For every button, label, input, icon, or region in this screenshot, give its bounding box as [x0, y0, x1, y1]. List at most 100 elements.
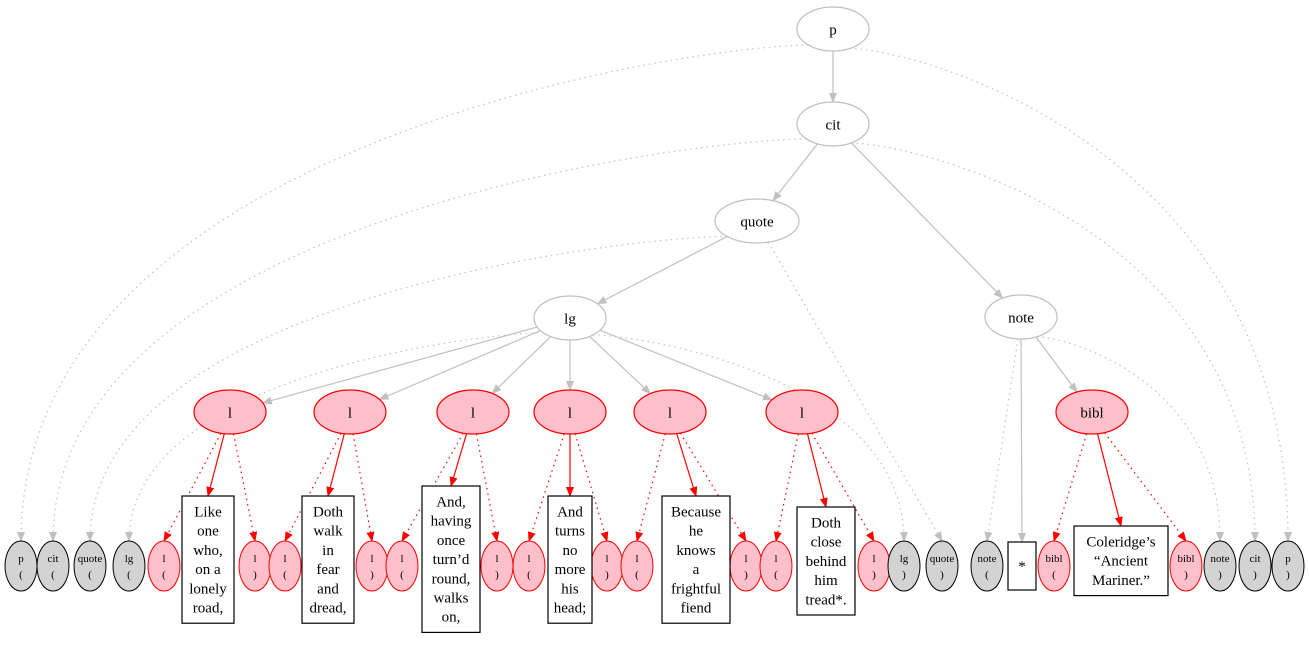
marker-close_l5-shape: [729, 540, 763, 592]
edge-l4-close: [574, 433, 609, 542]
marker-close_l3-bracket: ): [495, 569, 499, 581]
marker-close_bibl-name: bibl: [1177, 553, 1194, 565]
marker-close_l3-shape: [480, 540, 514, 592]
marker-close_l5: l): [729, 540, 763, 592]
marker-open_note-bracket: (: [985, 569, 989, 581]
text-node-t4-line: his: [561, 581, 579, 597]
node-l4-label: l: [568, 406, 572, 422]
text-node-t2-line: dread,: [309, 601, 346, 617]
marker-open_note-shape: [970, 540, 1004, 592]
text-node-t1-line: road,: [193, 601, 223, 617]
edge-p-close: [849, 47, 1292, 542]
marker-close_bibl-shape: [1169, 540, 1203, 592]
node-note-shape: [984, 294, 1058, 340]
edge-lg-l2: [378, 330, 541, 400]
marker-close_p: p): [1271, 540, 1305, 592]
marker-open_bibl-shape: [1037, 540, 1071, 592]
node-l5-label: l: [668, 406, 672, 422]
text-node-t6-line: close: [811, 535, 842, 551]
edge-l4-open: [528, 433, 565, 542]
marker-open_l4: l(: [512, 540, 546, 592]
marker-close_cit-bracket: ): [1253, 569, 1257, 581]
marker-open_l2-bracket: (: [283, 569, 287, 581]
text-node-t5-line: knows: [676, 543, 715, 559]
text-node-t3-box: [421, 485, 481, 633]
marker-open_lg-shape: [112, 540, 146, 592]
text-node-t1-line: Like: [194, 505, 222, 521]
marker-close_l2-shape: [355, 540, 389, 592]
text-node-t3-line: And,: [436, 495, 466, 511]
node-l6-label: l: [800, 406, 804, 422]
edge-l2-open: [284, 433, 342, 542]
text-node-t6-line: him: [814, 573, 838, 589]
edge-lg-close: [592, 334, 908, 542]
edge-note-star: [1017, 338, 1026, 543]
marker-close_l5-name: l: [744, 553, 747, 565]
marker-open_l1-shape: [147, 540, 181, 592]
marker-open_l3-shape: [385, 540, 419, 592]
text-node-t5-line: he: [689, 524, 704, 540]
marker-close_p-name: p: [1285, 553, 1291, 565]
node-quote-shape: [714, 198, 800, 244]
node-quote-label: quote: [740, 215, 774, 231]
edge-l1-close: [232, 433, 258, 542]
marker-close_note-name: note: [1211, 553, 1230, 565]
marker-close_l1-bracket: ): [253, 569, 257, 581]
edge-l5-t5: [676, 433, 698, 497]
marker-close_l6: l): [857, 540, 891, 592]
marker-open_note: note (: [970, 540, 1004, 592]
marker-close_l6-bracket: ): [872, 569, 876, 581]
marker-open_l1-bracket: (: [162, 569, 166, 581]
marker-close_lg: lg): [887, 540, 921, 592]
marker-close_l3-name: l: [495, 553, 498, 565]
marker-open_quote-name: quote: [78, 553, 103, 565]
marker-close_quote-shape: [925, 540, 959, 592]
text-node-t4-box: [547, 495, 593, 624]
text-node-t6-line: behind: [806, 554, 847, 570]
node-l3-shape: [436, 389, 510, 435]
node-l6: l: [765, 389, 839, 435]
edge-l6-open: [773, 433, 799, 542]
text-node-star: *: [1007, 541, 1037, 591]
marker-close_quote-bracket: ): [940, 569, 944, 581]
node-l3: l: [436, 389, 510, 435]
edge-l2-close: [352, 433, 375, 542]
node-cit: cit: [796, 101, 870, 147]
marker-close_l6-shape: [857, 540, 891, 592]
edge-quote-open: [86, 235, 728, 542]
edge-l2-t2: [326, 433, 345, 497]
edge-lg-l1: [261, 326, 538, 405]
marker-close_lg-shape: [887, 540, 921, 592]
edge-lg-l5: [589, 336, 652, 395]
text-node-t2-line: fear: [316, 562, 339, 578]
node-p-label: p: [829, 23, 837, 39]
marker-open_l5-shape: [620, 540, 654, 592]
node-note-label: note: [1008, 311, 1034, 327]
marker-open_note-name: note: [978, 553, 997, 565]
marker-open_l4-bracket: (: [527, 569, 531, 581]
text-node-t5-line: Because: [671, 505, 721, 521]
marker-open_quote: quote(: [73, 540, 107, 592]
edge-p-open: [17, 44, 809, 542]
text-node-t2-box: [301, 495, 355, 624]
marker-open_cit: cit(: [36, 540, 70, 592]
edge-bibl-open: [1052, 433, 1088, 542]
text-node-t4-line: turns: [555, 524, 585, 540]
node-l1-label: l: [228, 406, 232, 422]
edge-cit-note: [850, 142, 1004, 299]
edge-cit-close: [851, 142, 1259, 542]
node-l5: l: [633, 389, 707, 435]
marker-open_cit-shape: [36, 540, 70, 592]
marker-close_l2-bracket: ): [370, 569, 374, 581]
marker-open_lg-bracket: (: [127, 569, 131, 581]
node-l3-label: l: [471, 406, 475, 422]
node-p-shape: [796, 6, 870, 52]
node-lg: lg: [533, 295, 607, 341]
